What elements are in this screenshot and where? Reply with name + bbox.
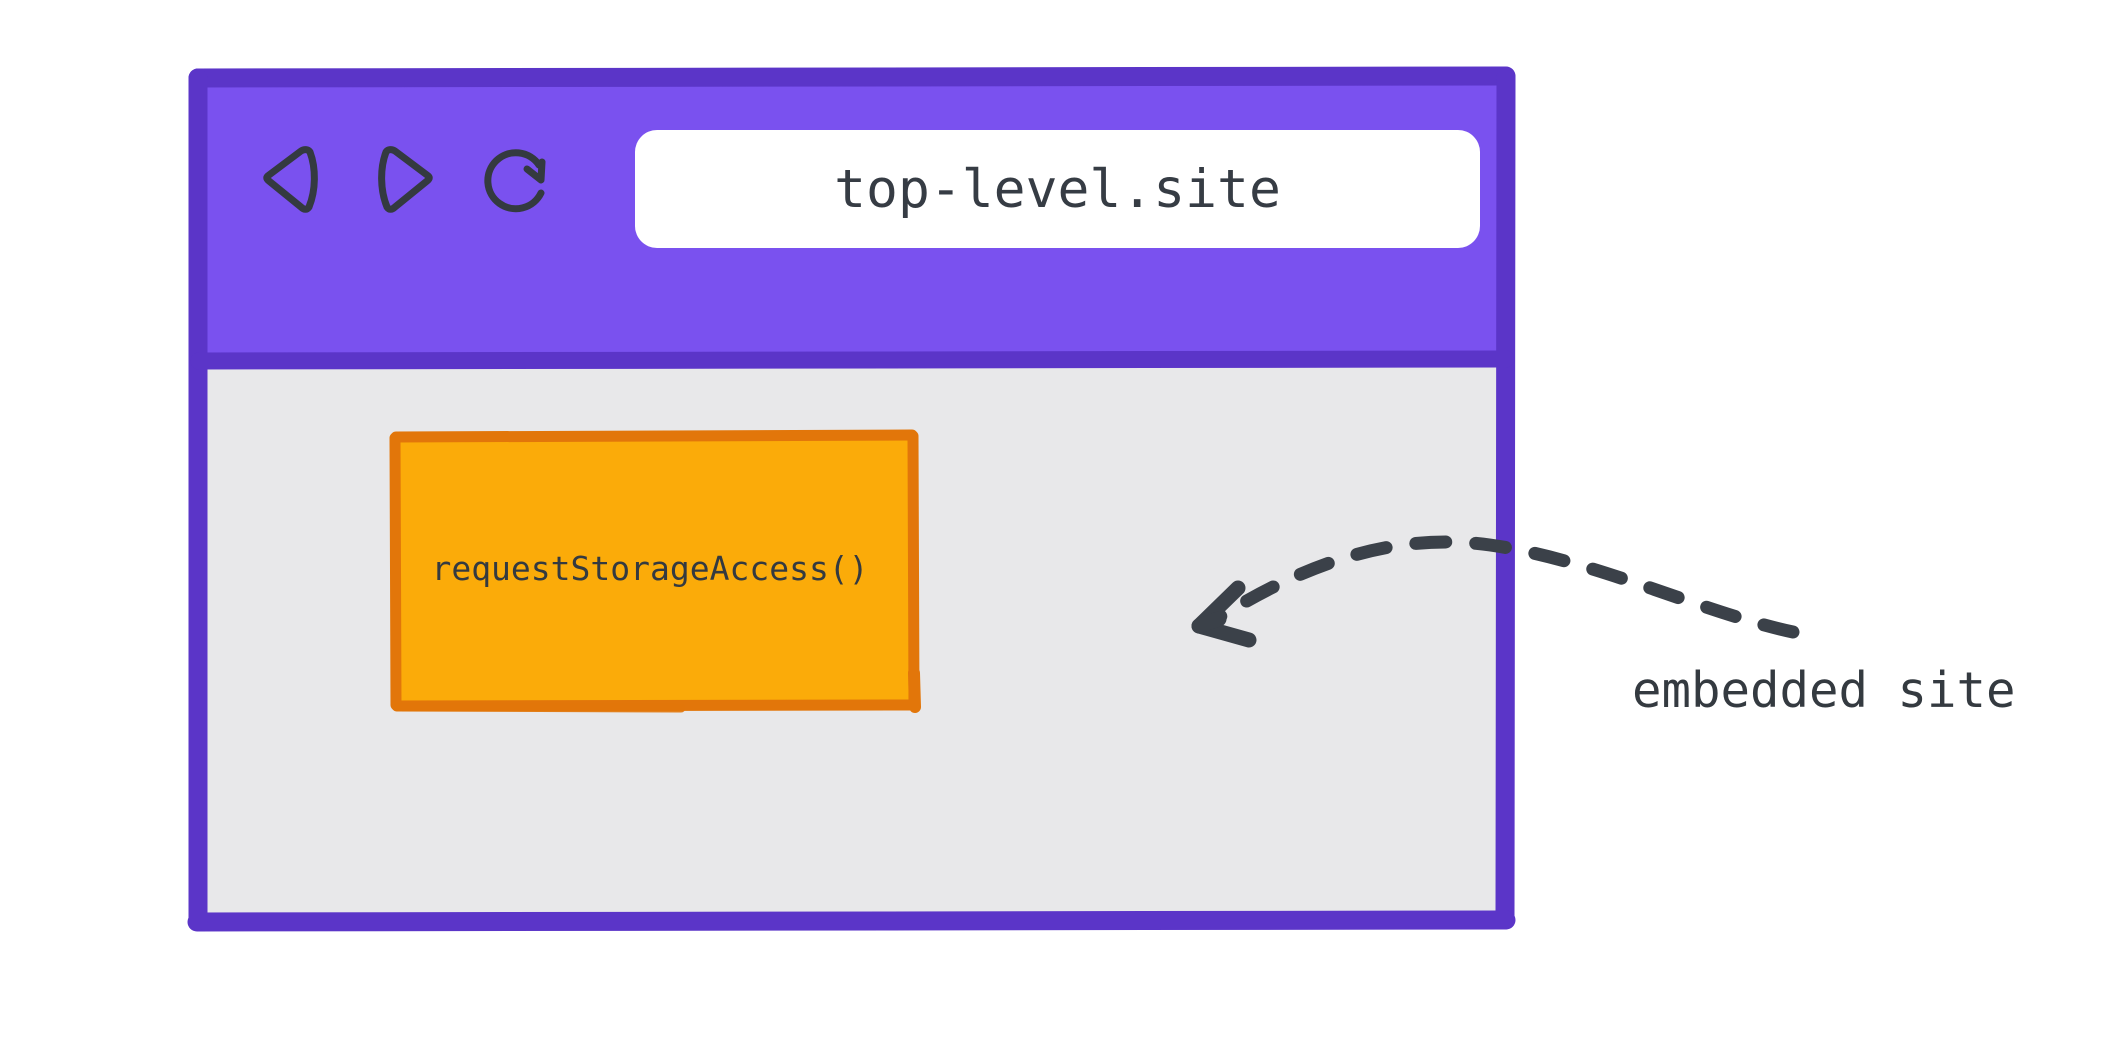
browser-toolbar: top-level.site (198, 78, 1506, 358)
embedded-site-label: requestStorageAccess() (431, 548, 869, 588)
navigation-buttons (253, 140, 555, 218)
embedded-site-annotation-label: embedded site (1632, 662, 2016, 719)
reload-arrow-icon[interactable] (477, 140, 555, 218)
url-text: top-level.site (834, 158, 1281, 220)
back-arrow-icon[interactable] (253, 140, 331, 218)
url-bar[interactable]: top-level.site (635, 130, 1480, 248)
embedded-site-frame[interactable]: requestStorageAccess() (389, 429, 921, 713)
embedded-frame-outline (389, 429, 921, 713)
browser-window: top-level.site requestStorageAcc (187, 66, 1516, 932)
forward-arrow-icon[interactable] (365, 140, 443, 218)
page-viewport: requestStorageAccess() (198, 363, 1506, 920)
